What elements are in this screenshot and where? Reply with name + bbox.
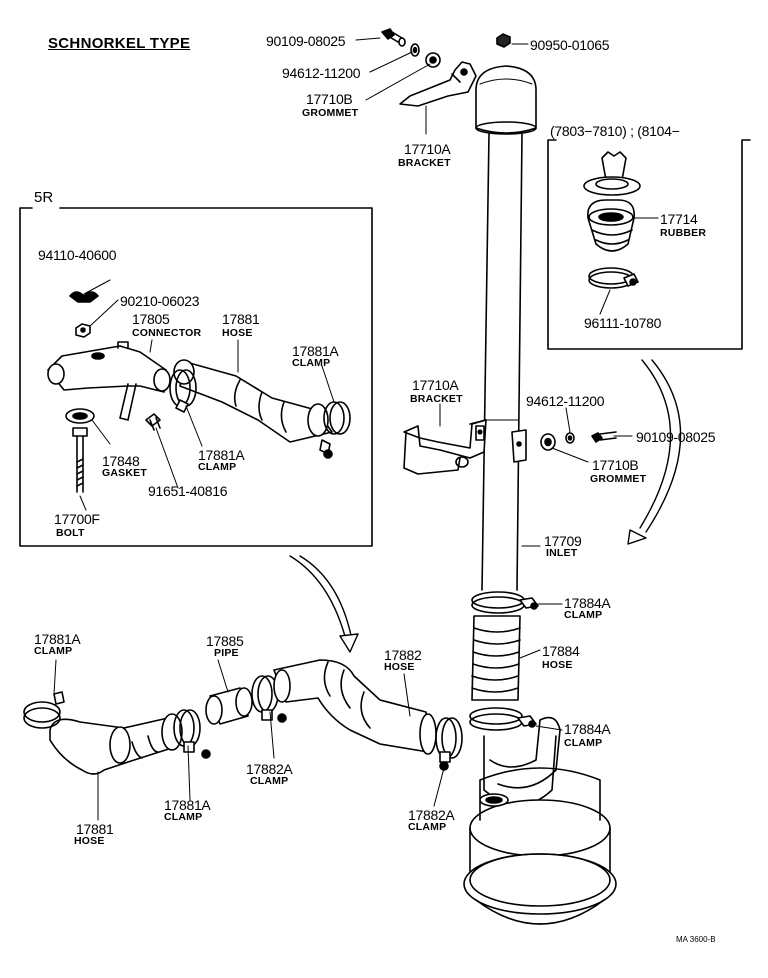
arrow-5r-to-lower — [289, 555, 359, 653]
part-90109-top: 90109-08025 — [266, 33, 346, 49]
inlet-pipe-17709 — [475, 65, 537, 591]
part-17884: 17884 — [542, 643, 580, 659]
part-17710a-mid: 17710A — [412, 377, 459, 393]
part-17881a-box-top: 17881A — [292, 343, 339, 359]
label-connector: CONNECTOR — [132, 327, 202, 339]
label-bracket-mid: BRACKET — [410, 393, 463, 405]
part-17714: 17714 — [660, 211, 698, 227]
arrow-right-box-to-pipe — [627, 359, 682, 545]
bracket-17710a-mid — [403, 419, 487, 475]
part-17882a-right: 17882A — [408, 807, 455, 823]
part-17710b-mid: 17710B — [592, 457, 639, 473]
clamp-17884a-top — [471, 591, 539, 614]
part-94612-top: 94612-11200 — [282, 65, 361, 81]
part-17710b-top: 17710B — [306, 91, 353, 107]
part-94612-mid: 94612-11200 — [526, 393, 605, 409]
label-rubber: RUBBER — [660, 227, 707, 239]
pipe-17885 — [205, 687, 253, 725]
label-clamp-17882a-left: CLAMP — [250, 775, 289, 787]
label-clamp-right-top: CLAMP — [564, 609, 603, 621]
part-17710a-top: 17710A — [404, 141, 451, 157]
box-5r-label: 5R — [34, 189, 54, 206]
label-hose-right: HOSE — [542, 659, 573, 671]
gasket-17848 — [65, 408, 95, 424]
label-inlet: INLET — [546, 547, 578, 559]
part-90210: 90210-06023 — [120, 293, 200, 309]
nut-90950 — [496, 33, 511, 48]
part-94110: 94110-40600 — [38, 247, 117, 263]
clamp-96111 — [588, 267, 639, 289]
part-17881a-lower-mid: 17881A — [164, 797, 211, 813]
clamp-17881a-low-mid — [173, 709, 211, 759]
bolt-90109-top — [381, 28, 406, 47]
part-96111: 96111-10780 — [584, 315, 662, 331]
bolt-90109-mid — [591, 431, 617, 443]
label-clamp-right-bottom: CLAMP — [564, 737, 603, 749]
box-right-header: (7803−7810) ; (8104− — [550, 123, 680, 139]
connector-17805 — [47, 341, 171, 421]
clamp-17884a-bottom — [469, 707, 537, 731]
washer-94612-top — [410, 43, 420, 57]
part-17848: 17848 — [102, 453, 140, 469]
box-right-frame — [547, 139, 751, 350]
part-17709: 17709 — [544, 533, 582, 549]
label-grommet-mid: GROMMET — [590, 473, 647, 485]
part-17700f: 17700F — [54, 511, 100, 527]
part-17881a-box-bottom: 17881A — [198, 447, 245, 463]
part-17805: 17805 — [132, 311, 170, 327]
bolt-17700f — [72, 427, 88, 493]
label-hose-17882: HOSE — [384, 661, 415, 673]
label-pipe: PIPE — [214, 647, 239, 659]
label-hose-box: HOSE — [222, 327, 253, 339]
label-clamp-17882a-right: CLAMP — [408, 821, 447, 833]
label-clamp-lower-mid: CLAMP — [164, 811, 203, 823]
box-5r-frame — [19, 207, 373, 547]
label-hose-lower: HOSE — [74, 835, 105, 847]
bracket-plate-right — [511, 429, 527, 463]
hose-17884 — [471, 615, 521, 701]
part-17882a-left: 17882A — [246, 761, 293, 777]
leader-lines — [53, 37, 659, 821]
clamp-17881a-low-left — [23, 691, 65, 729]
label-clamp-lower: CLAMP — [34, 645, 73, 657]
air-cleaner-body — [463, 716, 617, 925]
label-clamp-box-top: CLAMP — [292, 357, 331, 369]
rubber-cap-17714 — [583, 151, 641, 252]
hose-17882 — [273, 659, 437, 755]
part-91651: 91651-40816 — [148, 483, 228, 499]
hose-17881-lower — [49, 713, 183, 775]
label-bracket-top: BRACKET — [398, 157, 451, 169]
clamp-screw-box — [319, 439, 333, 459]
label-bolt: BOLT — [56, 527, 85, 539]
part-17884a-bottom: 17884A — [564, 721, 611, 737]
part-17881-lower: 17881 — [76, 821, 114, 837]
grommet-17710b-top — [425, 52, 441, 68]
label-grommet-top: GROMMET — [302, 107, 359, 119]
label-gasket: GASKET — [102, 467, 147, 479]
nut-90210 — [75, 323, 91, 338]
part-17882: 17882 — [384, 647, 422, 663]
footer-code: MA 3600-B — [676, 935, 716, 944]
part-17881a-lower: 17881A — [34, 631, 81, 647]
part-90109-mid: 90109-08025 — [636, 429, 716, 445]
clamp-17881a-box-bottom — [169, 369, 197, 413]
part-90950: 90950-01065 — [530, 37, 610, 53]
page-title: SCHNORKEL TYPE — [48, 35, 191, 52]
wing-nut-94110 — [69, 291, 99, 303]
part-17884a-top: 17884A — [564, 595, 611, 611]
part-17885: 17885 — [206, 633, 244, 649]
hose-17881-box — [173, 359, 333, 443]
label-clamp-box-bottom: CLAMP — [198, 461, 237, 473]
part-17881-box: 17881 — [222, 311, 260, 327]
grommet-17710b-mid — [540, 433, 556, 451]
screw-91651 — [145, 413, 161, 431]
clamp-17882a-right — [435, 717, 463, 771]
washer-94612-mid — [565, 432, 575, 444]
bracket-17710a-top — [399, 61, 477, 107]
